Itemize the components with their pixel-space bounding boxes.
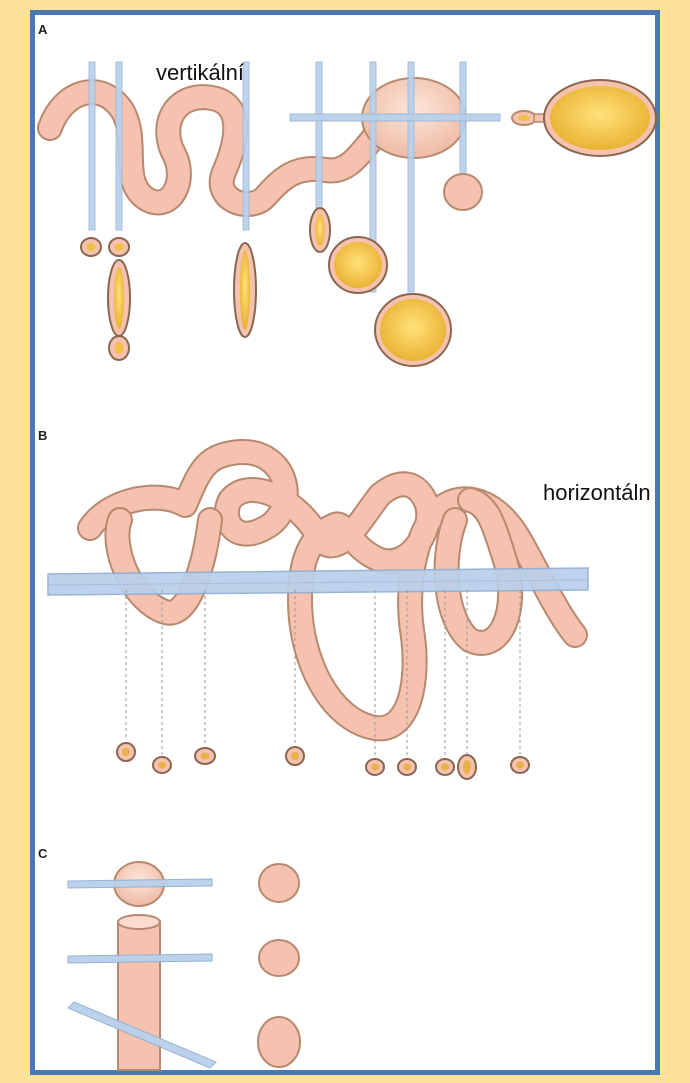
panel-a-horizontal-plane bbox=[290, 114, 500, 121]
panel-a-cross-sections bbox=[81, 208, 451, 366]
panel-a-solid-section bbox=[444, 174, 482, 210]
panel-c-cylinder bbox=[68, 915, 216, 1070]
label-horizontal: horizontáln bbox=[543, 482, 651, 504]
panel-a-tube bbox=[50, 78, 466, 204]
panel-a-sac-with-stalk bbox=[512, 80, 656, 156]
panel-b-letter: B bbox=[38, 428, 47, 443]
panel-a-letter: A bbox=[38, 22, 48, 37]
label-vertical: vertikální bbox=[156, 62, 244, 84]
panel-c-letter: C bbox=[38, 846, 48, 861]
panel-c-sphere bbox=[68, 862, 212, 906]
panel-c-sections bbox=[258, 864, 300, 1067]
